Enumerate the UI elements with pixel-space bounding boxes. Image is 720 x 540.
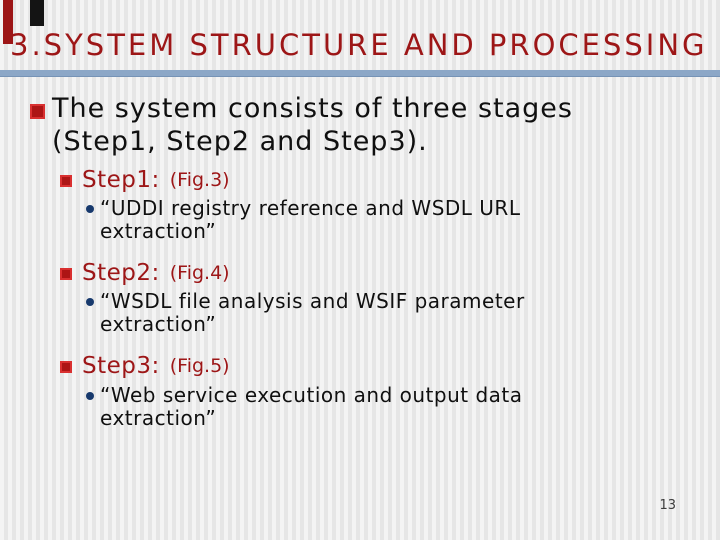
page-number: 13 xyxy=(659,498,676,513)
bullet-dot-icon xyxy=(86,392,94,400)
step3-heading-row: Step3: (Fig.5) xyxy=(60,352,230,380)
bullet-square-icon xyxy=(30,104,45,119)
step1-figure-reference: (Fig.3) xyxy=(169,169,230,191)
bullet-square-icon xyxy=(60,268,72,280)
step2-detail-text: “WSDL file analysis and WSIF parameter e… xyxy=(100,289,525,336)
bullet-dot-icon xyxy=(86,298,94,306)
step2-heading-row: Step2: (Fig.4) xyxy=(60,259,230,287)
bullet-square-icon xyxy=(60,175,72,187)
step3-detail-text: “Web service execution and output data e… xyxy=(100,383,523,430)
step1-detail-text: “UDDI registry reference and WSDL URL ex… xyxy=(100,196,521,243)
step1-label: Step1: xyxy=(82,167,160,193)
step3-figure-reference: (Fig.5) xyxy=(169,355,230,377)
step3-detail-row: “Web service execution and output data e… xyxy=(86,384,620,430)
step1-detail-row: “UDDI registry reference and WSDL URL ex… xyxy=(86,197,620,243)
top-left-red-accent-bar xyxy=(3,0,13,44)
bullet-dot-icon xyxy=(86,205,94,213)
step2-detail-row: “WSDL file analysis and WSIF parameter e… xyxy=(86,290,620,336)
top-left-black-accent-bar xyxy=(30,0,44,26)
step1-heading-row: Step1: (Fig.3) xyxy=(60,166,230,194)
step2-label: Step2: xyxy=(82,260,160,286)
bullet-square-icon xyxy=(60,361,72,373)
step3-label: Step3: xyxy=(82,353,160,379)
slide-title: 3.SYSTEM STRUCTURE AND PROCESSING xyxy=(10,28,708,62)
step2-figure-reference: (Fig.4) xyxy=(169,262,230,284)
main-bullet-text: The system consists of three stages (Ste… xyxy=(52,93,573,157)
title-underline-rule xyxy=(0,70,720,77)
